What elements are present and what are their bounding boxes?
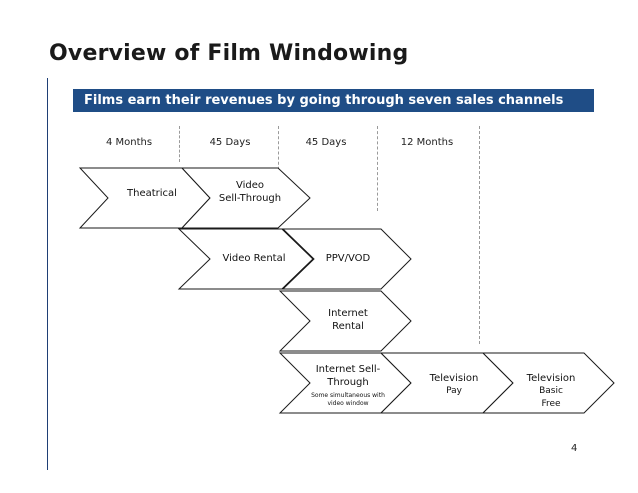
left-accent-rule	[47, 78, 48, 470]
label-internet-sell-through-note: Some simultaneous with video window	[306, 392, 390, 408]
label-television-basic-free-line1: Television	[526, 373, 576, 384]
page-number: 4	[571, 443, 578, 454]
label-internet-rental-line2: Rental	[332, 321, 364, 332]
subtitle-banner: Films earn their revenues by going throu…	[73, 89, 594, 112]
label-television-pay: Television Pay	[413, 372, 495, 398]
chevron-television-basic-free	[481, 352, 615, 414]
label-internet-sell-through-line1: Internet Sell-	[315, 364, 381, 375]
label-television-basic-free-line3: Free	[541, 399, 561, 409]
label-television-basic-free-line2: Basic	[539, 386, 563, 396]
label-internet-rental-line1: Internet	[328, 308, 368, 319]
label-internet-sell-through-note-line2: video window	[327, 400, 369, 407]
period-label-pay-tv: 12 Months	[400, 137, 454, 148]
slide-title: Overview of Film Windowing	[49, 41, 409, 66]
chevron-ppv-vod	[280, 228, 412, 290]
period-label-theatrical: 4 Months	[105, 137, 153, 148]
chevron-video-sell-through	[180, 167, 311, 229]
label-ppv-vod: PPV/VOD	[325, 253, 371, 264]
window-divider-4	[479, 126, 481, 344]
label-internet-rental: Internet Rental	[308, 307, 388, 333]
chevron-ppv-vod-shadow	[282, 228, 315, 290]
label-television-basic-free: Television Basic Free	[510, 372, 592, 411]
label-television-pay-line1: Television	[429, 373, 479, 384]
label-video-sell-through: Video Sell-Through	[210, 179, 290, 205]
label-television-pay-line2: Pay	[446, 386, 462, 396]
period-label-ppv: 45 Days	[305, 137, 347, 148]
label-video-sell-through-line1: Video	[235, 180, 265, 191]
label-internet-sell-through-note-line1: Some simultaneous with	[311, 392, 385, 399]
label-video-sell-through-line2: Sell-Through	[218, 193, 282, 204]
label-theatrical: Theatrical	[127, 188, 177, 199]
label-video-rental: Video Rental	[222, 253, 286, 264]
window-divider-3	[377, 126, 379, 211]
window-divider-1	[179, 126, 181, 162]
chevron-internet-rental	[278, 290, 412, 352]
label-internet-sell-through: Internet Sell- Through Some simultaneous…	[306, 363, 390, 408]
period-label-video: 45 Days	[209, 137, 251, 148]
label-internet-sell-through-line2: Through	[327, 377, 369, 388]
window-divider-2	[278, 126, 280, 180]
